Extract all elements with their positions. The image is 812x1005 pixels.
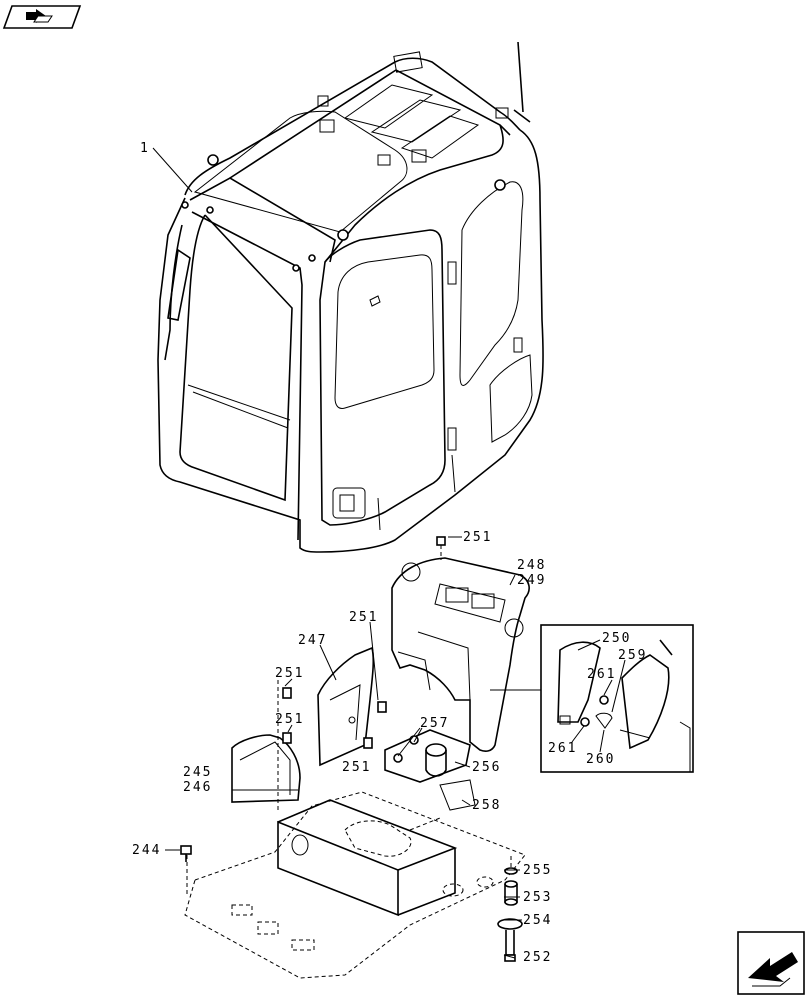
mount-stack	[497, 856, 523, 962]
callout-fastener: 257	[420, 716, 449, 731]
callout-mount: 254	[523, 913, 552, 928]
back-arrow-icon[interactable]	[2, 5, 82, 29]
callout-clip: 260	[586, 752, 615, 767]
cab-assembly	[157, 41, 544, 553]
mount-plate	[384, 729, 476, 811]
duct	[231, 734, 301, 803]
callout-screw-b: 261	[548, 741, 577, 756]
callout-floor-bolt: 244	[132, 843, 161, 858]
callout-panel-a: 248	[517, 558, 546, 573]
callout-bolt-left2: 251	[275, 712, 304, 727]
callout-screw-a: 261	[587, 667, 616, 682]
callout-cover-right: 250	[602, 631, 631, 646]
floor-plate	[184, 791, 526, 979]
callout-spacer: 253	[523, 890, 552, 905]
callout-panel-b: 249	[517, 573, 546, 588]
left-cover	[317, 646, 375, 767]
callout-cover-left: 247	[298, 633, 327, 648]
callout-cab: 1	[140, 141, 150, 156]
callout-bolt-left1: 251	[275, 666, 304, 681]
callout-duct-b: 246	[183, 780, 212, 795]
callout-duct-a: 245	[183, 765, 212, 780]
callout-bolt-low: 251	[342, 760, 371, 775]
callout-washer: 255	[523, 863, 552, 878]
callout-bracket: 259	[618, 648, 647, 663]
callout-plate: 256	[472, 760, 501, 775]
floor-bolt	[180, 845, 192, 862]
rear-panel-assembly	[391, 557, 530, 752]
leader-lines	[152, 147, 626, 959]
callout-bolt-mid: 251	[349, 610, 378, 625]
bolt-hardware	[277, 536, 446, 810]
next-page-arrow-icon[interactable]	[737, 931, 805, 995]
callout-pad: 258	[472, 798, 501, 813]
callout-mount-bolt: 252	[523, 950, 552, 965]
callout-bolt-top: 251	[463, 530, 492, 545]
